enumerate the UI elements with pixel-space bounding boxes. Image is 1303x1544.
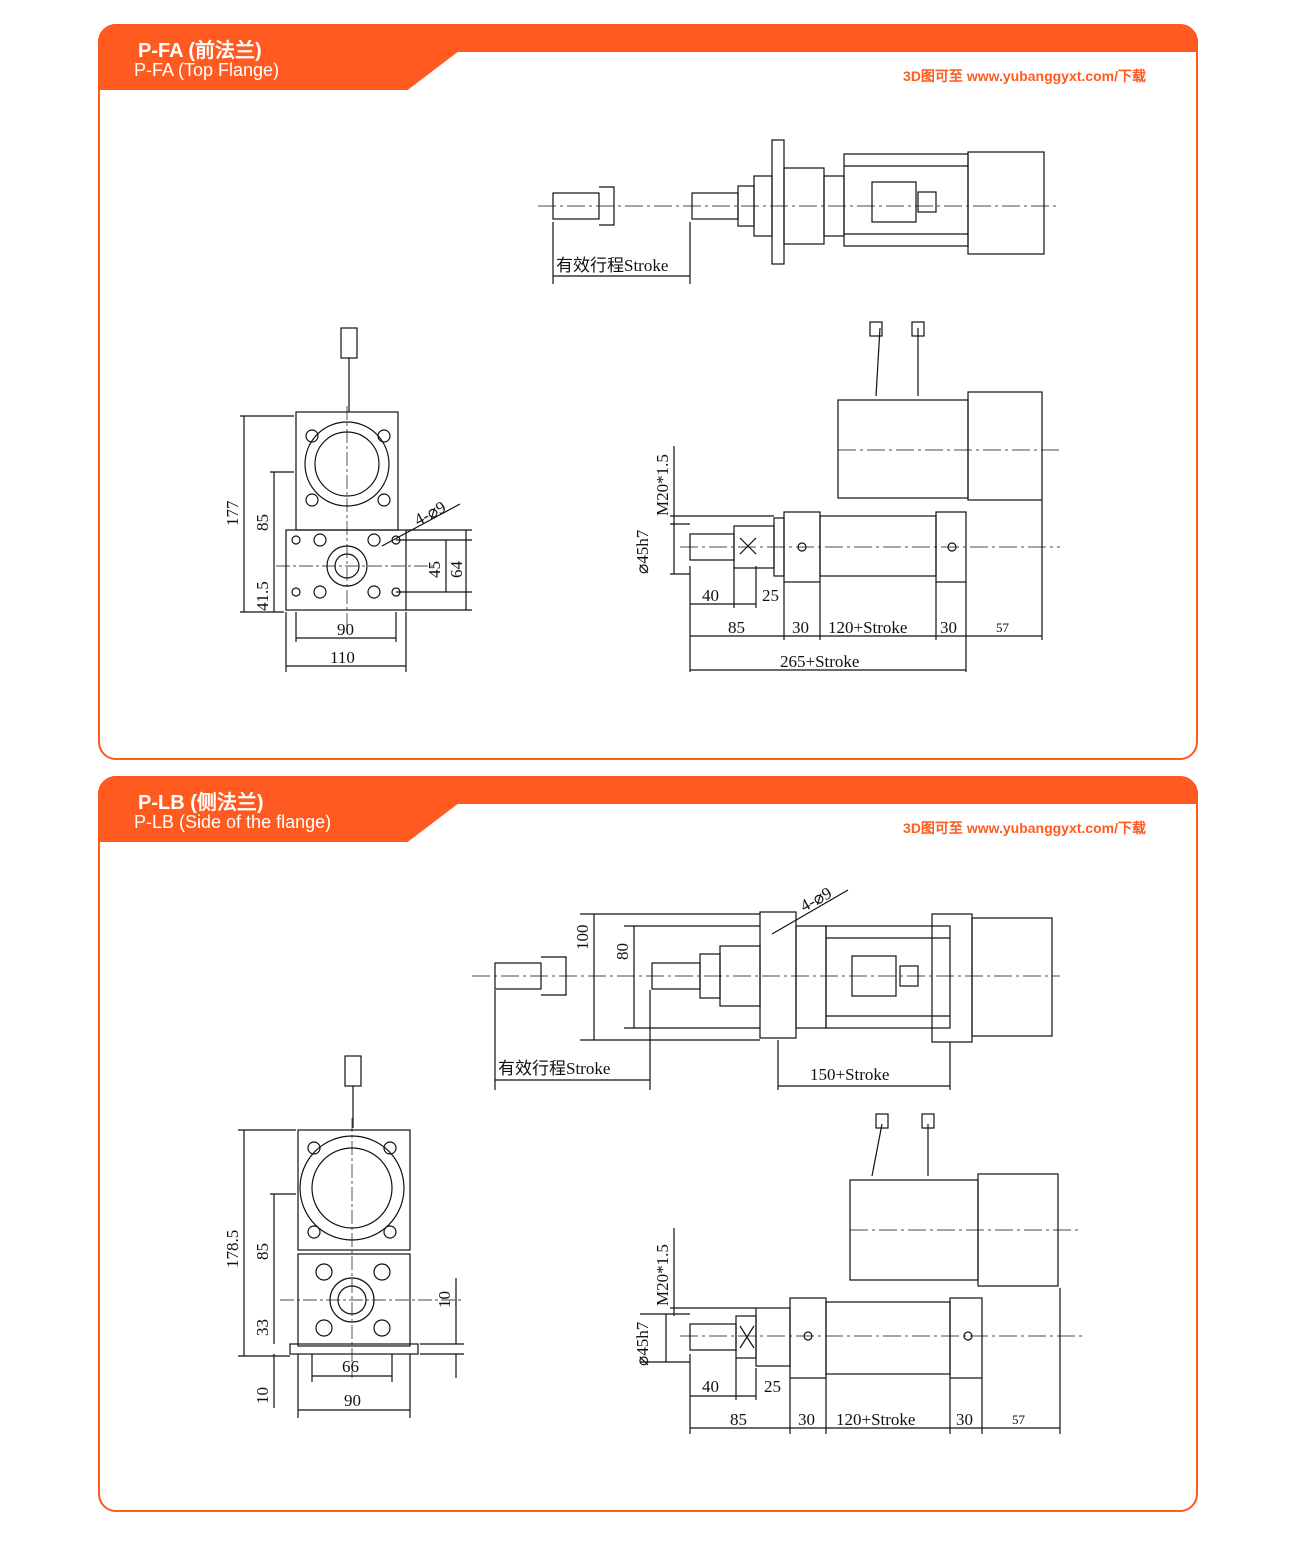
lb-front-view: 178.5 85 33 10 10 66 90 [223,1055,464,1418]
lb-dim-150: 150+Stroke [810,1065,889,1084]
header-tab [98,776,458,842]
lb-dim-85: 85 [730,1410,747,1429]
fa-dim-90: 90 [337,620,354,639]
lb-side-view: M20*1.5 ⌀45h7 40 25 85 30 120+Stroke 30 … [633,1113,1082,1434]
lb-dim-66: 66 [342,1357,359,1376]
lb-dim-10b: 10 [253,1387,272,1404]
header-tab [98,24,458,90]
fa-dim-120: 120+Stroke [828,618,907,637]
section-title-en: P-FA (Top Flange) [134,60,280,80]
fa-top-view: 有效行程Stroke [538,139,1060,284]
p-fa-drawing: 有效行程Stroke 177 85 [223,139,1060,672]
fa-dim-265: 265+Stroke [780,652,859,671]
fa-thread: M20*1.5 [653,454,672,516]
download-link[interactable]: 3D图可至 www.yubanggyxt.com/下载 [903,820,1146,836]
lb-dim-178-5: 178.5 [223,1230,242,1268]
lb-dim-90: 90 [344,1391,361,1410]
lb-dim-10a: 10 [435,1291,454,1308]
lb-dim-120: 120+Stroke [836,1410,915,1429]
fa-side-view: M20*1.5 ⌀45h7 40 25 85 30 120+Stroke 30 … [633,321,1060,672]
section-title-en: P-LB (Side of the flange) [134,812,332,832]
download-link[interactable]: 3D图可至 www.yubanggyxt.com/下载 [903,68,1146,84]
fa-dim-85: 85 [728,618,745,637]
lb-dim-30b: 30 [956,1410,973,1429]
fa-dim-30a: 30 [792,618,809,637]
panel-p-lb: P-LB (侧法兰) P-LB (Side of the flange) 3D图… [98,776,1198,1512]
lb-dim-33: 33 [253,1319,272,1336]
fa-dim-64: 64 [447,561,466,579]
panel-p-fa: P-FA (前法兰) P-FA (Top Flange) 3D图可至 www.y… [98,24,1198,760]
section-title-cn: P-LB (侧法兰) [138,792,264,814]
fa-dim-177: 177 [223,500,242,526]
section-title-cn: P-FA (前法兰) [138,40,262,62]
fa-dim-57: 57 [996,620,1010,635]
fa-stroke-label: 有效行程Stroke [556,256,668,275]
fa-front-view: 177 85 41.5 45 64 4-⌀9 90 110 [223,327,472,672]
lb-thread: M20*1.5 [653,1244,672,1306]
lb-top-view: 100 80 4-⌀9 有效行程Stroke 150+Stroke [472,883,1060,1090]
fa-dim-85: 85 [253,514,272,531]
fa-dim-41-5: 41.5 [253,581,272,611]
fa-dim-25: 25 [762,586,779,605]
lb-dim-30a: 30 [798,1410,815,1429]
fa-holes: 4-⌀9 [411,497,449,529]
fa-dim-45: 45 [425,561,444,578]
lb-holes: 4-⌀9 [797,883,835,915]
lb-dim-25: 25 [764,1377,781,1396]
lb-dim-40: 40 [702,1377,719,1396]
fa-dim-40: 40 [702,586,719,605]
lb-dim-85: 85 [253,1243,272,1260]
fa-dim-30b: 30 [940,618,957,637]
lb-dim-100: 100 [573,925,592,951]
lb-dim-57: 57 [1012,1412,1026,1427]
lb-stroke-label: 有效行程Stroke [498,1059,610,1078]
fa-shaft: ⌀45h7 [633,529,652,574]
lb-dim-80: 80 [613,943,632,960]
lb-shaft: ⌀45h7 [633,1321,652,1366]
fa-dim-110: 110 [330,648,355,667]
p-lb-drawing: 100 80 4-⌀9 有效行程Stroke 150+Stroke [223,883,1082,1434]
